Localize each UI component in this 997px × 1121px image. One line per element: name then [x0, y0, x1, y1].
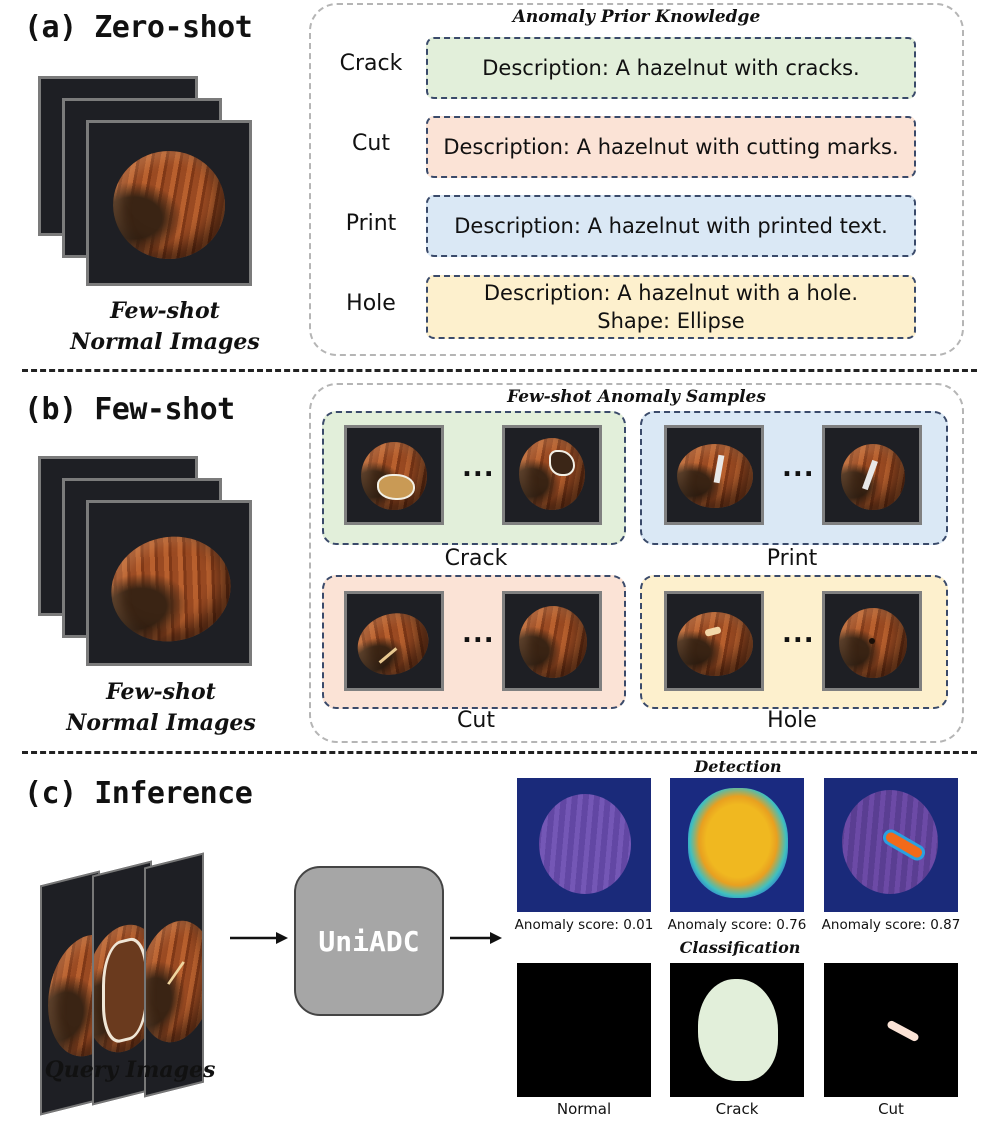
ellipsis: ... [782, 619, 815, 649]
uniadc-model-box: UniADC [294, 866, 444, 1016]
sample-group-hole: ... [640, 575, 948, 709]
hazelnut-image [839, 608, 907, 678]
crack-mark [549, 450, 575, 476]
hazelnut-image [348, 603, 438, 685]
box-title: Anomaly Prior Knowledge [512, 7, 761, 27]
crack-sample-image [344, 425, 444, 525]
description-text: Description: A hazelnut with printed tex… [454, 214, 888, 238]
caption-line: Few-shot [106, 679, 216, 705]
ellipsis: ... [462, 453, 495, 483]
description-box-cut: Description: A hazelnut with cutting mar… [426, 116, 916, 178]
ellipsis: ... [462, 619, 495, 649]
section-title-few-shot: (b) Few-shot [24, 392, 235, 427]
description-box-print: Description: A hazelnut with printed tex… [426, 195, 916, 257]
cut-region [886, 1019, 920, 1043]
classification-mask-normal [517, 963, 651, 1097]
hazelnut-image [144, 912, 204, 1051]
crack-region [698, 979, 778, 1081]
anomaly-hotspot [688, 788, 788, 898]
normal-images-caption-a: Few-shot Normal Images [60, 296, 270, 358]
section-divider [22, 369, 977, 372]
few-shot-anomaly-samples-box: Few-shot Anomaly Samples [309, 383, 964, 743]
prior-label-print: Print [345, 211, 397, 236]
normal-images-caption-b: Few-shot Normal Images [56, 677, 266, 739]
classification-mask-crack [670, 963, 804, 1097]
hazelnut-image [113, 151, 225, 259]
print-sample-image [664, 425, 764, 525]
stack-card-front [86, 120, 252, 286]
detection-title: Detection [694, 757, 782, 776]
section-title-zero-shot: (a) Zero-shot [24, 10, 253, 45]
prior-label-hole: Hole [346, 291, 396, 316]
sample-group-crack: ... [322, 411, 626, 545]
class-label: Cut [878, 1100, 904, 1118]
description-text: Description: A hazelnut with cutting mar… [443, 135, 899, 159]
sample-group-print: ... [640, 411, 948, 545]
prior-label-crack: Crack [339, 51, 403, 76]
stack-card-front [86, 500, 252, 666]
hazelnut-image [841, 444, 905, 510]
group-label-print: Print [766, 546, 818, 571]
hole-sample-image [822, 591, 922, 691]
anomaly-score: Anomaly score: 0.01 [514, 917, 654, 933]
print-sample-image [822, 425, 922, 525]
hazelnut-image [677, 444, 753, 508]
prior-label-cut: Cut [352, 131, 390, 156]
description-text: Description: A hazelnut with cracks. [482, 56, 860, 80]
anomaly-prior-knowledge-box: Anomaly Prior Knowledge [309, 3, 964, 356]
anomaly-score: Anomaly score: 0.87 [821, 917, 961, 933]
model-name: UniADC [318, 924, 420, 958]
hazelnut-image [101, 525, 241, 653]
crack-sample-image [502, 425, 602, 525]
hole-mark [869, 638, 875, 644]
detection-heatmap-crack [670, 778, 804, 912]
anomaly-score: Anomaly score: 0.76 [667, 917, 807, 933]
cut-sample-image [344, 591, 444, 691]
ellipsis: ... [782, 453, 815, 483]
arrow-right-icon [450, 932, 502, 944]
hazelnut-image [677, 612, 753, 676]
shape-text: Shape: Ellipse [597, 309, 745, 333]
caption-line: Few-shot [110, 298, 220, 324]
hazelnut-image [519, 438, 585, 510]
crack-mark [377, 474, 415, 500]
box-title: Few-shot Anomaly Samples [507, 387, 766, 407]
group-label-crack: Crack [444, 546, 508, 571]
cut-sample-image [502, 591, 602, 691]
hole-sample-image [664, 591, 764, 691]
detection-heatmap-normal [517, 778, 651, 912]
sample-group-cut: ... [322, 575, 626, 709]
caption-line: Normal Images [66, 710, 256, 736]
description-box-crack: Description: A hazelnut with cracks. [426, 37, 916, 99]
class-label: Normal [556, 1100, 612, 1118]
class-label: Crack [715, 1100, 759, 1118]
group-label-cut: Cut [457, 708, 495, 733]
hazelnut-image [519, 606, 587, 678]
caption-line: Normal Images [70, 329, 260, 355]
classification-mask-cut [824, 963, 958, 1097]
section-title-inference: (c) Inference [24, 776, 253, 811]
section-divider [22, 751, 977, 754]
description-box-hole: Description: A hazelnut with a hole. Sha… [426, 275, 916, 339]
detection-heatmap-cut [824, 778, 958, 912]
group-label-hole: Hole [767, 708, 817, 733]
hazelnut-overlay [539, 794, 631, 894]
classification-title: Classification [679, 938, 801, 957]
description-text: Description: A hazelnut with a hole. [483, 281, 859, 305]
arrow-right-icon [230, 932, 288, 944]
query-images-caption: Query Images [44, 1057, 216, 1083]
